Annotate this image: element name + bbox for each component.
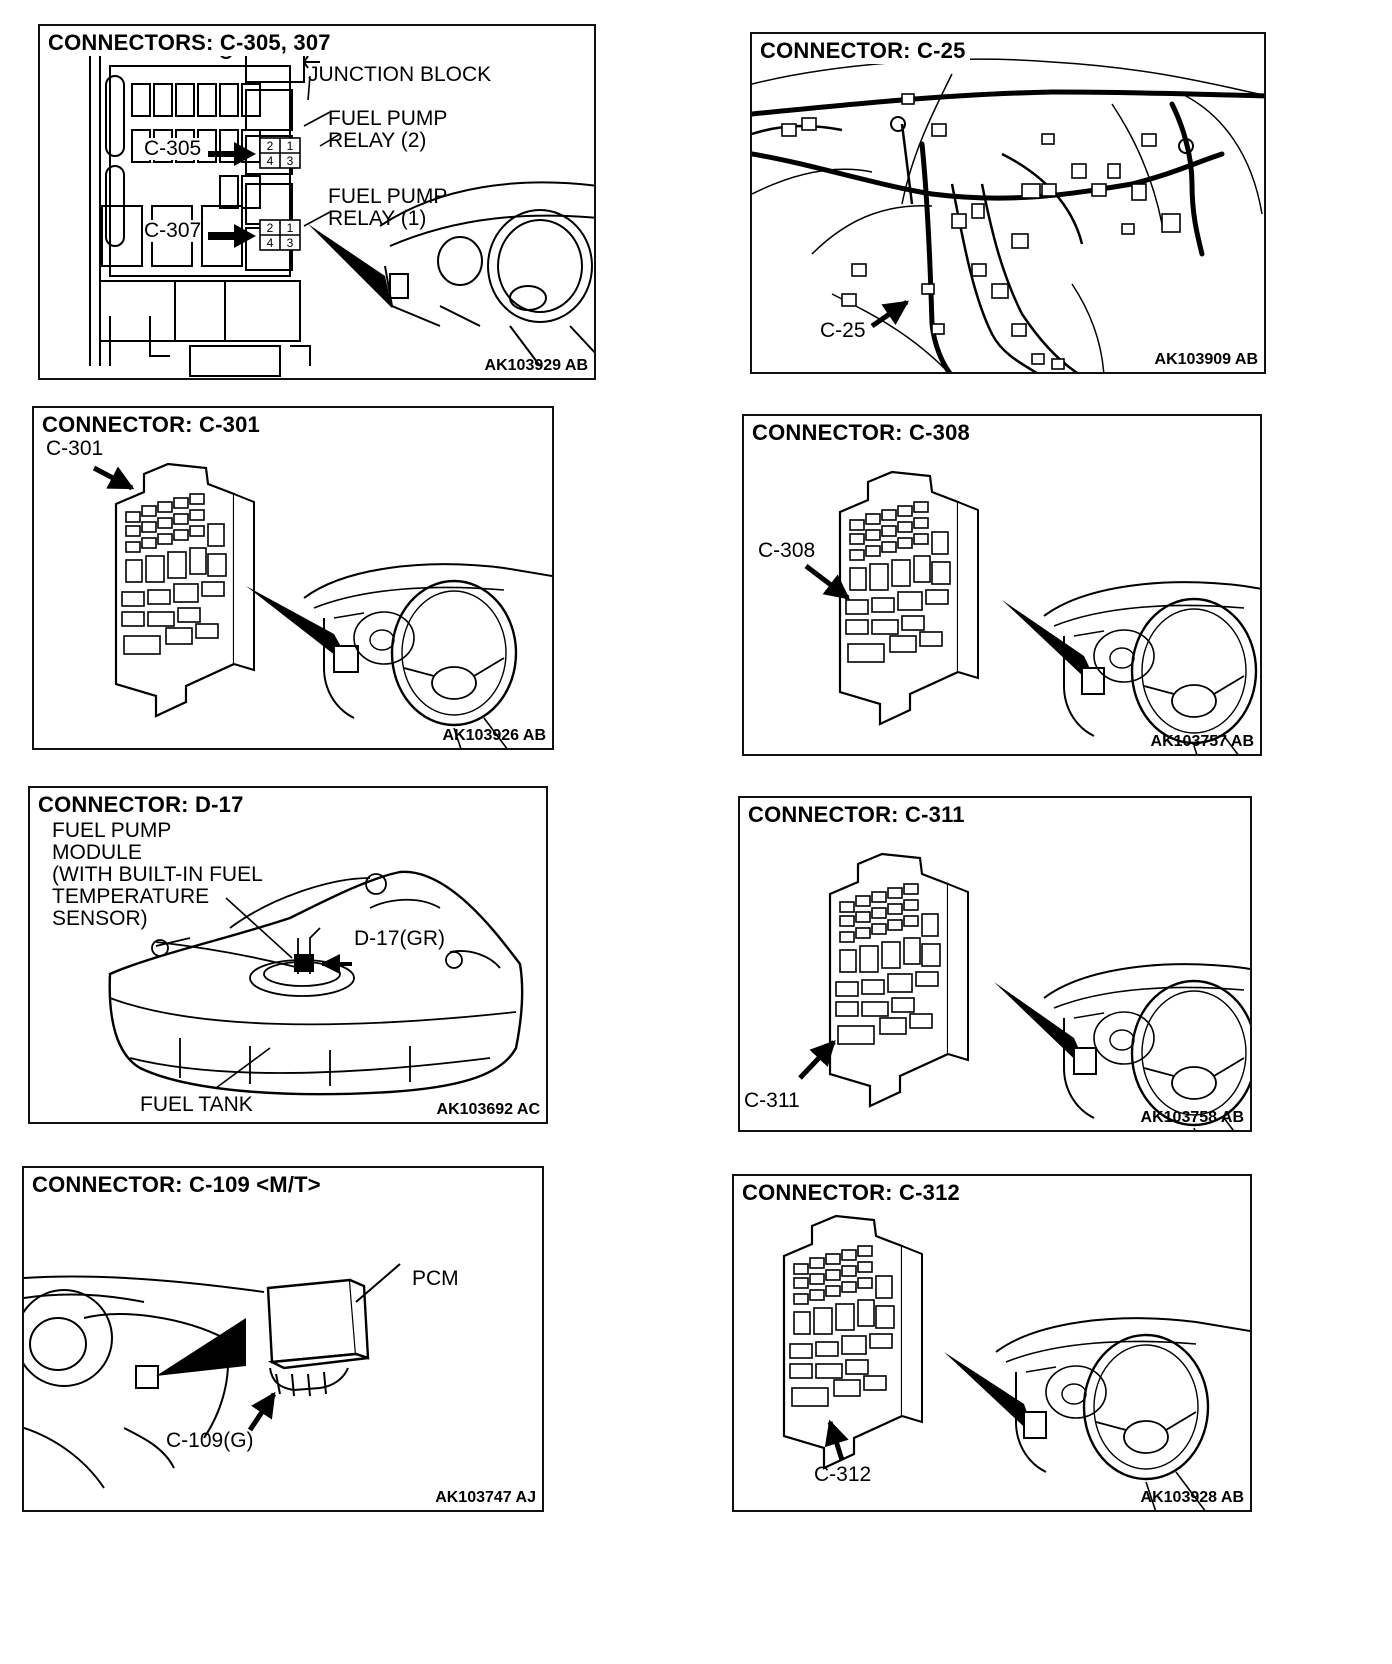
panel-title: CONNECTOR: D-17 [38, 792, 248, 818]
label-c307: C-307 [144, 219, 202, 242]
panel-c109: CONNECTOR: C-109 <M/T> PCM C-109(G) AK10… [22, 1166, 544, 1512]
panel-c308: CONNECTOR: C-308 C-308 AK103757 AB [742, 414, 1262, 756]
figure-code: AK103758 AB [1140, 1109, 1244, 1126]
label-c109: C-109(G) [166, 1429, 254, 1452]
label-junction-block: JUNCTION BLOCK [308, 63, 492, 86]
figure-code: AK103692 AC [436, 1101, 540, 1118]
panel-c305-307: 2 1 4 3 2 1 4 3 [38, 24, 596, 380]
label-c301: C-301 [46, 437, 104, 460]
panel-c301: CONNECTOR: C-301 C-301 AK103926 AB [32, 406, 554, 750]
label-c305: C-305 [144, 137, 202, 160]
panel-c312: CONNECTOR: C-312 C-312 AK103928 AB [732, 1174, 1252, 1512]
label-pcm: PCM [412, 1267, 459, 1290]
pin-1: 1 [287, 139, 294, 153]
label-c312: C-312 [814, 1463, 872, 1486]
figure-code: AK103929 AB [484, 357, 588, 374]
fuel-tank-diagram [108, 870, 524, 1096]
label-c308: C-308 [758, 539, 816, 562]
figure-code: AK103747 AJ [435, 1489, 536, 1506]
panel-title: CONNECTOR: C-109 <M/T> [32, 1172, 325, 1198]
junction-block-location-diagram [92, 462, 552, 748]
pin-3b: 3 [287, 236, 294, 250]
panel-c311: CONNECTOR: C-311 C-311 AK103758 AB [738, 796, 1252, 1132]
label-c25: C-25 [820, 319, 866, 342]
label-fuel-tank: FUEL TANK [140, 1093, 253, 1116]
panel-title: CONNECTOR: C-312 [742, 1180, 964, 1206]
pin-2: 2 [267, 139, 274, 153]
figure-code: AK103909 AB [1154, 351, 1258, 368]
pin-1b: 1 [287, 221, 294, 235]
pin-2b: 2 [267, 221, 274, 235]
panel-title: CONNECTOR: C-301 [42, 412, 264, 438]
pin-4: 4 [267, 154, 274, 168]
figure-code: AK103926 AB [442, 727, 546, 744]
label-d17: D-17(GR) [354, 927, 446, 950]
panel-title: CONNECTORS: C-305, 307 [48, 30, 335, 56]
junction-block-location-diagram [804, 470, 1260, 754]
panel-title: CONNECTOR: C-308 [752, 420, 974, 446]
junction-block-diagram: 2 1 4 3 2 1 4 3 [89, 36, 594, 377]
junction-block-location-diagram [782, 1214, 1250, 1510]
pin-3: 3 [287, 154, 294, 168]
pin-4b: 4 [267, 236, 274, 250]
figure-code: AK103928 AB [1140, 1489, 1244, 1506]
figure-code: AK103757 AB [1150, 733, 1254, 750]
pcm-location-diagram [24, 1263, 401, 1489]
harness-diagram [752, 58, 1264, 372]
panel-c25: CONNECTOR: C-25 C-25 AK103909 AB [750, 32, 1266, 374]
panel-title: CONNECTOR: C-25 [760, 38, 970, 64]
label-c311: C-311 [744, 1089, 800, 1112]
panel-title: CONNECTOR: C-311 [748, 802, 969, 828]
junction-block-location-diagram [798, 852, 1250, 1130]
